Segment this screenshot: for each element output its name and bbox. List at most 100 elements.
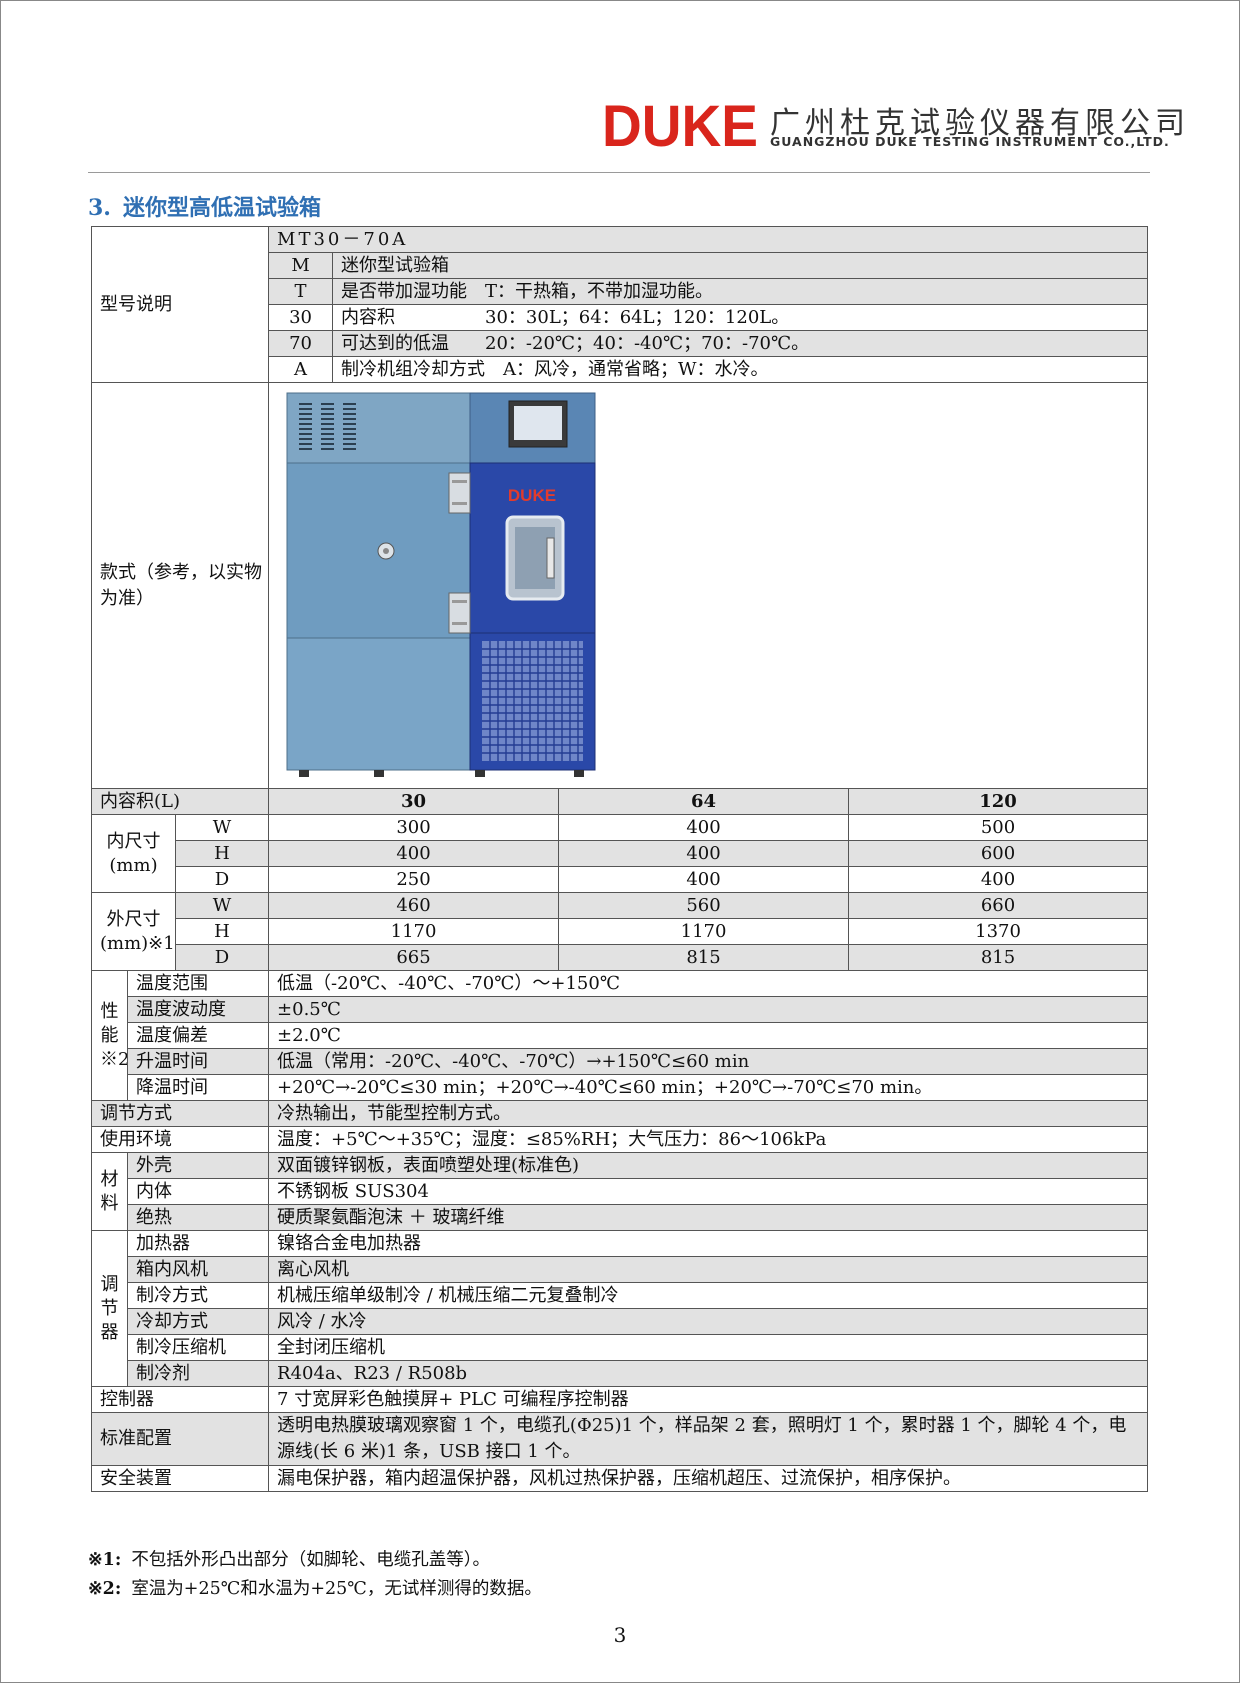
material-row: 内体不锈钢板 SUS304: [92, 1178, 1149, 1205]
dimension-value: 460: [268, 892, 560, 919]
environment-value: 温度：+5℃～+35℃；湿度：≤85%RH；大气压力：86～106kPa: [268, 1126, 1149, 1153]
performance-row: 温度偏差±2.0℃: [92, 1022, 1149, 1049]
footnote-key: ※2:: [88, 1579, 122, 1599]
model-key: M: [268, 252, 334, 279]
controller-label: 控制器: [90, 1386, 270, 1413]
model-code-row: 型号说明 MT30－70A: [90, 226, 1149, 383]
regulator-row: 冷却方式风冷 / 水冷: [91, 1308, 1149, 1335]
regulator-value: 机械压缩单级制冷 / 机械压缩二元复叠制冷: [268, 1282, 1149, 1309]
standard-config-label: 标准配置: [90, 1412, 270, 1466]
dimension-value: 1170: [268, 918, 560, 945]
logo-text: DUKE: [602, 96, 758, 154]
safety-value: 漏电保护器，箱内超温保护器，风机过热保护器，压缩机超压、过流保护，相序保护。: [268, 1465, 1149, 1492]
material-value: 硬质聚氨酯泡沫 ＋ 玻璃纤维: [268, 1204, 1149, 1231]
dimension-value: 400: [848, 866, 1149, 893]
material-key: 外壳: [126, 1152, 270, 1179]
footnote: ※2: 室温为+25℃和水温为+25℃，无试样测得的数据。: [88, 1575, 542, 1604]
performance-value: +20℃→-20℃≤30 min；+20℃→-40℃≤60 min；+20℃→-…: [268, 1074, 1149, 1101]
regulator-value: 镍铬合金电加热器: [268, 1230, 1149, 1257]
section-title-text: 迷你型高低温试验箱: [122, 196, 321, 221]
regulator-value: 离心风机: [268, 1256, 1149, 1283]
page-header: DUKE 广州杜克试验仪器有限公司 GUANGZHOU DUKE TESTING…: [602, 96, 1185, 156]
performance-key: 温度范围: [126, 970, 270, 997]
model-code: MT30－70A: [268, 226, 1149, 253]
outer-size-row: 外尺寸(mm)※1 W 460 560 660: [91, 892, 1149, 971]
regulator-key: 制冷剂: [126, 1360, 270, 1387]
safety-label: 安全装置: [90, 1465, 270, 1492]
dimension-value: 400: [558, 814, 850, 841]
test-chamber-image: DUKE: [286, 392, 596, 777]
footnote-text: 不包括外形凸出部分（如脚轮、电缆孔盖等）。: [131, 1550, 491, 1570]
environment-label: 使用环境: [90, 1126, 270, 1153]
controller-value: 7 寸宽屏彩色触摸屏+ PLC 可编程序控制器: [268, 1386, 1149, 1413]
material-value: 不锈钢板 SUS304: [268, 1178, 1149, 1205]
inner-size-row: D 250 400 400: [92, 866, 1149, 893]
capacity-label: 内容积(L): [90, 788, 270, 815]
regulator-key: 制冷方式: [126, 1282, 270, 1309]
dimension-key: H: [174, 918, 270, 945]
company-name-en: GUANGZHOU DUKE TESTING INSTRUMENT CO.,LT…: [770, 134, 1170, 149]
section-number: 3.: [88, 195, 111, 221]
dimension-key: W: [174, 814, 270, 841]
performance-row: 降温时间+20℃→-20℃≤30 min；+20℃→-40℃≤60 min；+2…: [92, 1074, 1149, 1101]
model-key: 30: [268, 304, 334, 331]
material-key: 绝热: [126, 1204, 270, 1231]
performance-value: ±0.5℃: [268, 996, 1149, 1023]
performance-key: 降温时间: [126, 1074, 270, 1101]
duke-logo: DUKE: [602, 96, 758, 154]
performance-value: ±2.0℃: [268, 1022, 1149, 1049]
dimension-value: 660: [848, 892, 1149, 919]
dimension-value: 500: [848, 814, 1149, 841]
dimension-value: 1370: [848, 918, 1149, 945]
regulator-value: R404a、R23 / R508b: [268, 1360, 1149, 1387]
style-label: 款式（参考，以实物为准）: [90, 382, 270, 789]
capacity-value: 64: [558, 788, 850, 815]
product-logo: DUKE: [508, 486, 556, 505]
model-value: 迷你型试验箱: [332, 252, 1149, 279]
performance-value: 低温（常用：-20℃、-40℃、-70℃）→+150℃≤60 min: [268, 1048, 1149, 1075]
regulator-value: 全封闭压缩机: [268, 1334, 1149, 1361]
performance-row: 性能※2 温度范围 低温（-20℃、-40℃、-70℃）～+150℃: [91, 970, 1149, 1101]
company-name-cn: 广州杜克试验仪器有限公司: [770, 106, 1190, 141]
style-row: 款式（参考，以实物为准） D: [90, 382, 1149, 789]
regulator-row: 调节器 加热器 镍铬合金电加热器: [91, 1230, 1149, 1387]
model-key: T: [268, 278, 334, 305]
product-image-cell: DUKE: [268, 382, 1149, 789]
regulator-key: 箱内风机: [126, 1256, 270, 1283]
dimension-key: W: [174, 892, 270, 919]
model-value: 内容积 30：30L；64：64L；120：120L。: [332, 304, 1149, 331]
performance-key: 温度偏差: [126, 1022, 270, 1049]
dimension-value: 815: [848, 944, 1149, 971]
dimension-key: D: [174, 944, 270, 971]
dimension-value: 1170: [558, 918, 850, 945]
inner-size-row: 内尺寸(mm) W 300 400 500: [91, 814, 1149, 893]
dimension-value: 400: [268, 840, 560, 867]
dimension-key: H: [174, 840, 270, 867]
material-row: 绝热硬质聚氨酯泡沫 ＋ 玻璃纤维: [91, 1204, 1149, 1231]
regulator-key: 冷却方式: [126, 1308, 270, 1335]
footnotes: ※1:不包括外形凸出部分（如脚轮、电缆孔盖等）。 ※2:室温为+25℃和水温为+…: [88, 1546, 542, 1604]
dimension-value: 400: [558, 840, 850, 867]
model-value: 制冷机组冷却方式 A：风冷，通常省略；W：水冷。: [332, 356, 1149, 383]
footnote-text: 室温为+25℃和水温为+25℃，无试样测得的数据。: [131, 1579, 542, 1599]
capacity-value: 120: [848, 788, 1149, 815]
model-key: 70: [268, 330, 334, 357]
section-title: 3. 迷你型高低温试验箱: [88, 190, 321, 222]
material-row: 材料 外壳 双面镀锌钢板，表面喷塑处理(标准色): [91, 1152, 1149, 1231]
regulator-key: 加热器: [126, 1230, 270, 1257]
performance-key: 升温时间: [126, 1048, 270, 1075]
performance-key: 温度波动度: [126, 996, 270, 1023]
standard-config-row: 标准配置 透明电热膜玻璃观察窗 1 个，电缆孔(Φ25)1 个，样品架 2 套，…: [90, 1412, 1149, 1466]
performance-label: 性能※2: [91, 970, 128, 1101]
regulator-value: 风冷 / 水冷: [268, 1308, 1149, 1335]
dimension-value: 250: [268, 866, 560, 893]
material-label: 材料: [91, 1152, 128, 1231]
page-number: 3: [613, 1623, 627, 1647]
header-rule: [88, 172, 1150, 173]
outer-size-row: H 1170 1170 1370: [92, 918, 1149, 945]
inner-size-label: 内尺寸(mm): [91, 814, 176, 893]
model-value: 可达到的低温 20：-20℃；40：-40℃；70：-70℃。: [332, 330, 1149, 357]
dimension-value: 560: [558, 892, 850, 919]
